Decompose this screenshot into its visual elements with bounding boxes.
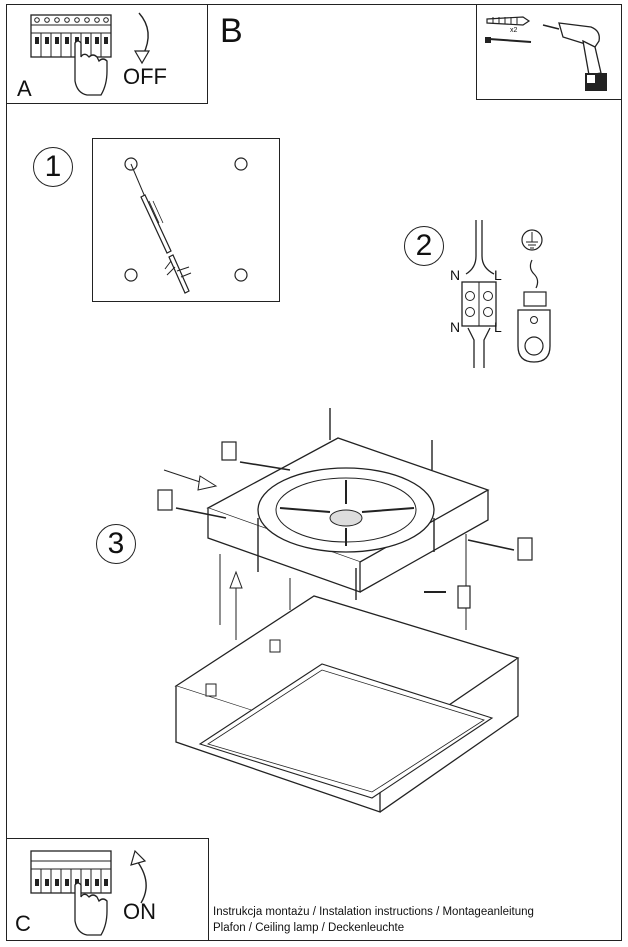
arrow-up-icon: [130, 849, 147, 904]
drill-icon: [542, 22, 607, 91]
step-1-badge: 1: [33, 147, 73, 187]
caption-line-1: Instrukcja montażu / Instalation instruc…: [213, 906, 534, 918]
mount-hole: [234, 157, 248, 171]
step-2-badge: 2: [404, 226, 444, 266]
panel-a-letter: A: [17, 76, 32, 101]
panel-a: A OFF: [6, 4, 208, 104]
mounting-assembly-drawing: [157, 408, 533, 813]
mount-hole: [234, 268, 248, 282]
breaker-panel-icon: [30, 14, 112, 96]
neutral-label-bottom: N: [450, 319, 461, 335]
on-label: ON: [123, 899, 156, 924]
page-frame: [6, 4, 622, 941]
off-label: OFF: [123, 64, 167, 89]
panel-b-letter: B: [220, 12, 243, 50]
wall-plug-icon: [485, 16, 532, 43]
plug-count: x2: [510, 27, 518, 34]
neutral-label-top: N: [450, 267, 461, 283]
panel-c-letter: C: [15, 911, 31, 936]
caption-line-2: Plafon / Ceiling lamp / Deckenleuchte: [213, 922, 405, 934]
panel-c: C ON: [6, 838, 209, 941]
wiring-diagram: [461, 220, 551, 368]
arrow-down-icon: [133, 12, 151, 65]
ceiling-holes-drawing: [124, 157, 248, 294]
live-label-top: L: [494, 267, 502, 283]
breaker-panel-icon: [30, 850, 112, 936]
step-1-panel: [92, 138, 280, 302]
mount-hole: [124, 268, 138, 282]
live-label-bottom: L: [494, 319, 502, 335]
tools-box: x2: [476, 4, 622, 100]
step-3-badge: 3: [96, 524, 136, 564]
